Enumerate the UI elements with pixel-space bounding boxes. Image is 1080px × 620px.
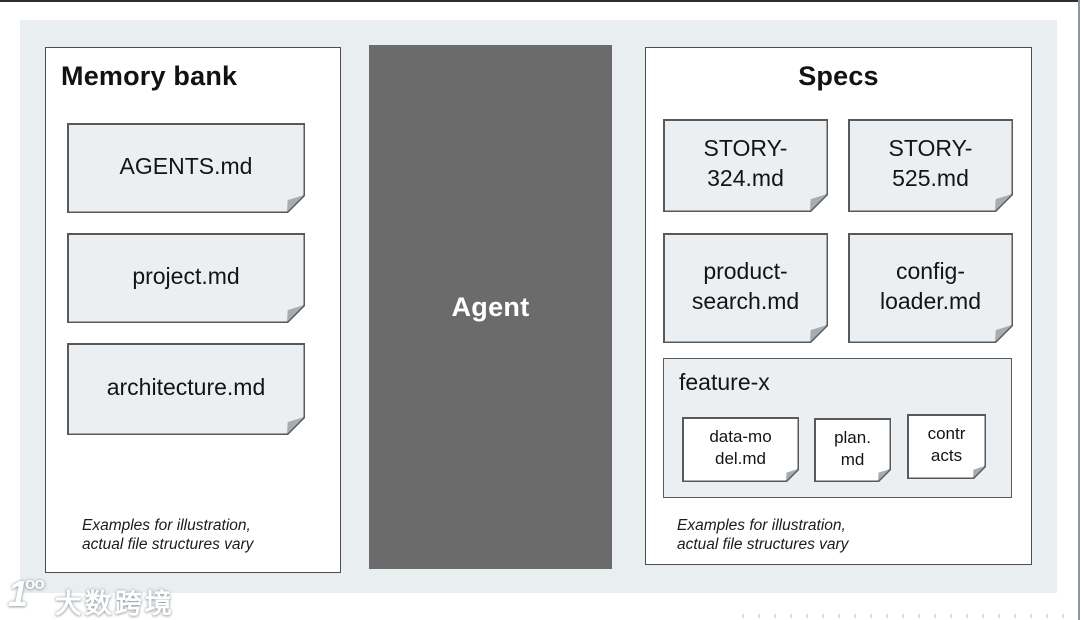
file-card-label-line: plan. [834,427,871,447]
watermark-text: 大数跨境 [54,589,175,619]
specs-title: Specs [798,61,879,91]
file-card-label-line: 324.md [707,165,784,191]
feature-x-title: feature-x [679,369,770,395]
file-card-story-324-md: STORY- 324.md [663,119,828,212]
file-card-story-525-md: STORY- 525.md [848,119,1013,212]
file-card-config-loader-md: config- loader.md [848,233,1013,343]
file-card-label-line: config- [895,257,966,284]
memory-bank-disclaimer: Examples for illustration, actual file s… [82,517,253,554]
specs-disclaimer: Examples for illustration, actual file s… [677,517,848,554]
file-card-label-line: product- [703,257,788,284]
agent-label: Agent [451,291,530,322]
file-card-agents-md: AGENTS.md [67,123,305,213]
right-border-line [1078,0,1080,620]
file-card-label: AGENTS.md [119,152,253,179]
disclaimer-line: actual file structures vary [677,535,849,553]
file-card-label-line: STORY- [888,135,973,161]
memory-bank-title: Memory bank [61,61,238,91]
file-card-label-line: data-mo [709,427,772,446]
file-card-label-line: search.md [691,287,800,314]
file-card-plan-md: plan. md [814,418,891,482]
watermark-mark-sup: oo [25,574,45,593]
file-card-product-search-md: product- search.md [663,233,828,343]
file-card-label-line: acts [930,446,963,465]
file-card-data-model-md: data-mo del.md [682,417,799,482]
agent-box: Agent [369,45,612,569]
file-card-label-line: 525.md [892,165,969,191]
file-card-label-line: contr [927,424,966,443]
file-card-label-line: loader.md [879,287,981,314]
watermark-mark-icon: 1 [8,573,29,614]
file-card-architecture-md: architecture.md [67,343,305,435]
cropped-text-fragment [742,614,1072,618]
file-card-label-line: del.md [714,449,767,468]
disclaimer-line: Examples for illustration, [677,517,846,534]
file-card-label-line: STORY- [703,135,788,161]
disclaimer-line: actual file structures vary [82,535,254,553]
file-card-project-md: project.md [67,233,305,323]
top-border-line [0,0,1080,2]
file-card-label-line: md [840,449,865,469]
file-card-contracts: contr acts [907,414,986,479]
watermark-logo: 1 oo 大数跨境 [8,573,175,620]
disclaimer-line: Examples for illustration, [82,517,251,534]
file-card-label: architecture.md [106,373,266,400]
file-card-label: project.md [132,262,240,289]
